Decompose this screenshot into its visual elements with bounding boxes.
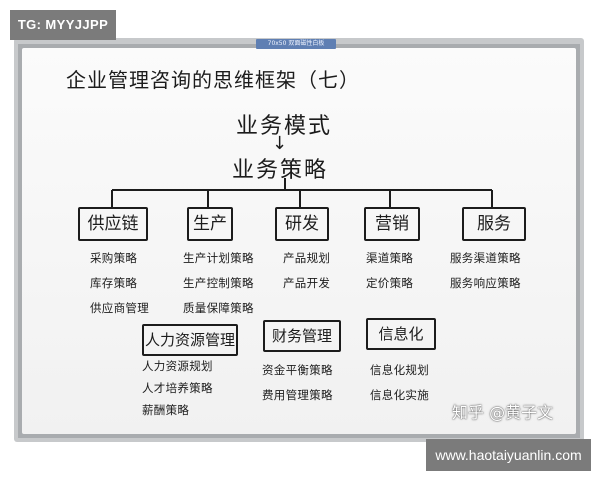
dept-box-finance: 财务管理 xyxy=(263,320,341,352)
dept-box-hr: 人力资源管理 xyxy=(142,324,238,356)
list-item: 产品开发 xyxy=(283,276,331,290)
list-item: 信息化实施 xyxy=(370,388,429,402)
zhihu-watermark: 知乎 @黄子文 xyxy=(452,403,554,422)
list-item: 库存策略 xyxy=(90,276,138,290)
dept-box-marketing: 营销 xyxy=(364,207,420,241)
list-item: 供应商管理 xyxy=(90,301,149,315)
business-model-heading: 业务模式 xyxy=(236,114,333,139)
list-item: 生产计划策略 xyxy=(183,251,254,265)
dept-box-rnd: 研发 xyxy=(275,207,329,241)
list-item: 产品规划 xyxy=(283,251,331,265)
list-item: 人才培养策略 xyxy=(142,381,213,395)
list-item: 薪酬策略 xyxy=(142,403,190,417)
dept-box-service: 服务 xyxy=(462,207,526,241)
dept-box-production: 生产 xyxy=(187,207,233,241)
down-arrow-icon: ↓ xyxy=(272,133,288,154)
list-item: 人力资源规划 xyxy=(142,359,213,373)
whiteboard-surface xyxy=(22,48,576,434)
list-item: 采购策略 xyxy=(90,251,138,265)
dept-box-it: 信息化 xyxy=(366,318,436,350)
list-item: 服务响应策略 xyxy=(450,276,521,290)
list-item: 生产控制策略 xyxy=(183,276,254,290)
list-item: 信息化规划 xyxy=(370,363,429,377)
list-item: 资金平衡策略 xyxy=(262,363,333,377)
tg-badge: TG: MYYJJPP xyxy=(10,10,116,40)
list-item: 渠道策略 xyxy=(366,251,414,265)
whiteboard-brand-label: 70x50 双面磁性白板 xyxy=(256,39,336,49)
list-item: 费用管理策略 xyxy=(262,388,333,402)
list-item: 服务渠道策略 xyxy=(450,251,521,265)
list-item: 质量保障策略 xyxy=(183,301,254,315)
business-strategy-heading: 业务策略 xyxy=(232,158,329,183)
list-item: 定价策略 xyxy=(366,276,414,290)
dept-box-supply-chain: 供应链 xyxy=(78,207,148,241)
website-badge: www.haotaiyuanlin.com xyxy=(426,439,591,471)
board-title: 企业管理咨询的思维框架（七） xyxy=(66,68,360,92)
